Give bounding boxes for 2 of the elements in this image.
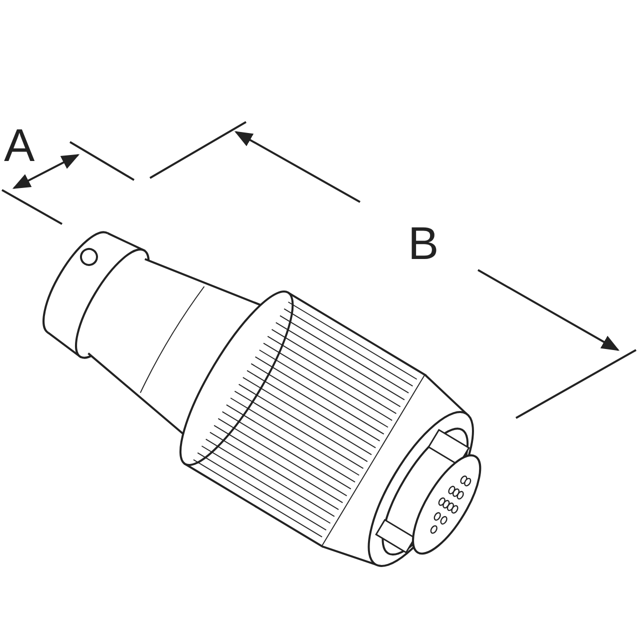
dimension-label: B <box>408 220 439 266</box>
dimension-label: A <box>4 122 35 168</box>
